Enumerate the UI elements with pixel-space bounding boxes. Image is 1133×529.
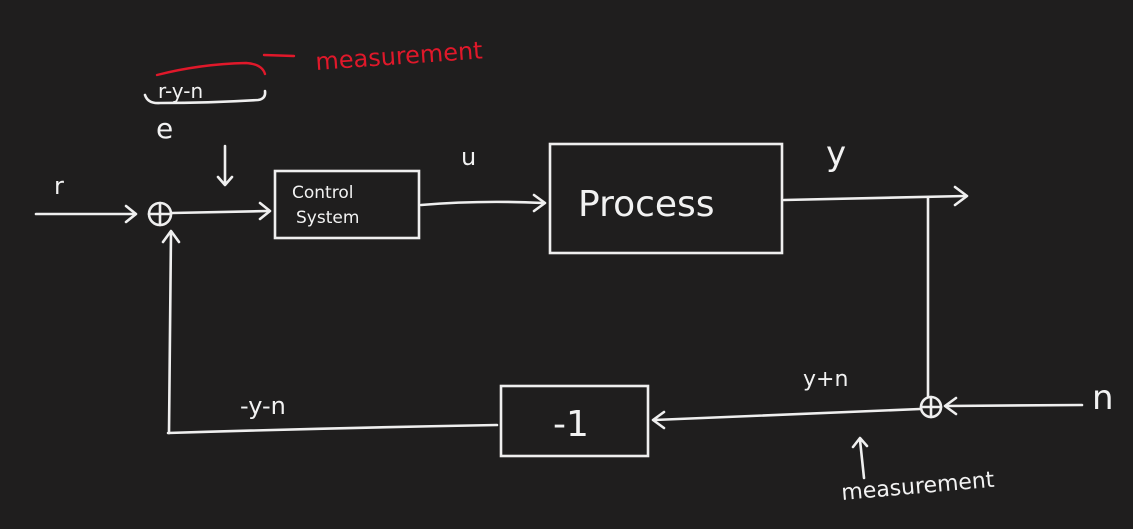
measurement-bracket-red [155, 61, 267, 77]
label-y: y [826, 134, 846, 174]
input-r-arrowhead [124, 204, 138, 224]
label-r: r [54, 172, 64, 200]
gain-block [499, 384, 650, 458]
error-expression: r-y-n [158, 79, 203, 103]
label-neg-y-n: -y-n [240, 392, 286, 420]
control-system-label-1: Control [292, 183, 353, 203]
error-underbrace [143, 89, 267, 105]
error-pointer-arrow [216, 144, 234, 187]
label-e: e [156, 112, 173, 145]
measured-signal-arrowhead [651, 410, 666, 430]
y-output-arrowhead [953, 185, 969, 207]
feedback-up-arrowhead [161, 229, 181, 244]
noise-line [944, 403, 1084, 408]
measurement-dash-red [262, 53, 296, 58]
process-block [548, 142, 784, 255]
summing-junction-bottom [919, 395, 943, 419]
u-arrowhead [532, 193, 547, 213]
measured-signal-line [652, 407, 922, 422]
feedback-return-line [166, 423, 499, 435]
process-label: Process [578, 184, 715, 225]
noise-arrowhead [943, 396, 958, 416]
y-output-line [782, 194, 967, 202]
label-y-plus-n: y+n [803, 367, 848, 392]
feedback-up-line [167, 230, 173, 435]
summing-junction-top [147, 201, 173, 227]
gain-label: -1 [553, 404, 589, 445]
measurement-label-top: measurement [314, 36, 483, 76]
control-system-label-2: System [296, 208, 359, 228]
error-arrowhead [258, 201, 272, 221]
control-system-block [273, 169, 421, 240]
measurement-pointer-arrow [851, 436, 869, 480]
label-n: n [1092, 378, 1114, 418]
label-u: u [461, 143, 476, 171]
u-line [419, 200, 545, 207]
error-line [170, 209, 270, 215]
